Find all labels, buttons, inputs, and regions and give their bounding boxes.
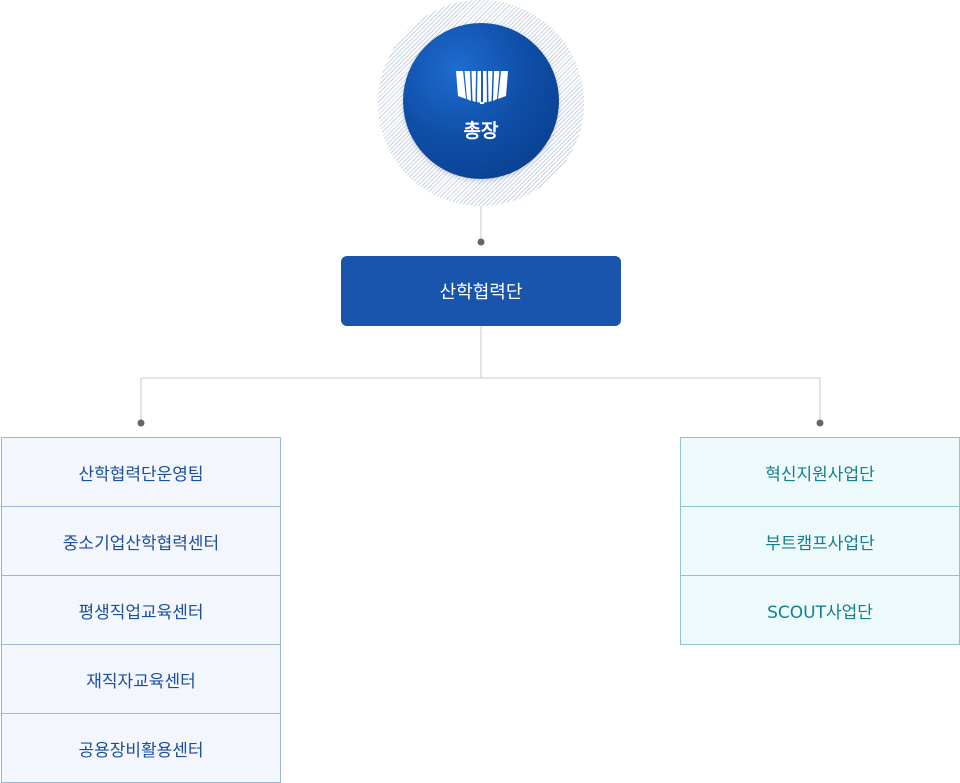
right-unit-item[interactable]: 부트캠프사업단 xyxy=(681,507,959,576)
connector-dot-left xyxy=(137,419,145,427)
right-unit-column: 혁신지원사업단 부트캠프사업단 SCOUT사업단 xyxy=(680,437,960,645)
left-unit-label: 공용장비활용센터 xyxy=(78,740,204,761)
right-unit-label: 부트캠프사업단 xyxy=(765,533,875,554)
left-unit-item[interactable]: 중소기업산학협력센터 xyxy=(2,507,280,576)
left-unit-item[interactable]: 재직자교육센터 xyxy=(2,645,280,714)
left-unit-item[interactable]: 산학협력단운영팀 xyxy=(2,438,280,507)
connector-dot-main xyxy=(477,238,485,246)
main-unit-box[interactable]: 산학협력단 xyxy=(341,256,621,326)
connector-dot-right xyxy=(816,419,824,427)
right-unit-item[interactable]: 혁신지원사업단 xyxy=(681,438,959,507)
left-unit-label: 평생직업교육센터 xyxy=(78,602,204,623)
right-unit-label: 혁신지원사업단 xyxy=(765,464,875,485)
main-unit-label: 산학협력단 xyxy=(439,282,523,303)
left-unit-label: 재직자교육센터 xyxy=(86,671,196,692)
left-unit-item[interactable]: 평생직업교육센터 xyxy=(2,576,280,645)
president-label: 총장 xyxy=(463,120,499,142)
book-icon xyxy=(456,71,508,104)
left-unit-label: 중소기업산학협력센터 xyxy=(62,533,220,554)
left-unit-column: 산학협력단운영팀 중소기업산학협력센터 평생직업교육센터 재직자교육센터 공용장… xyxy=(1,437,281,783)
right-unit-label: SCOUT사업단 xyxy=(767,602,873,623)
left-unit-item[interactable]: 공용장비활용센터 xyxy=(2,714,280,782)
right-unit-item[interactable]: SCOUT사업단 xyxy=(681,576,959,644)
left-unit-label: 산학협력단운영팀 xyxy=(78,464,204,485)
